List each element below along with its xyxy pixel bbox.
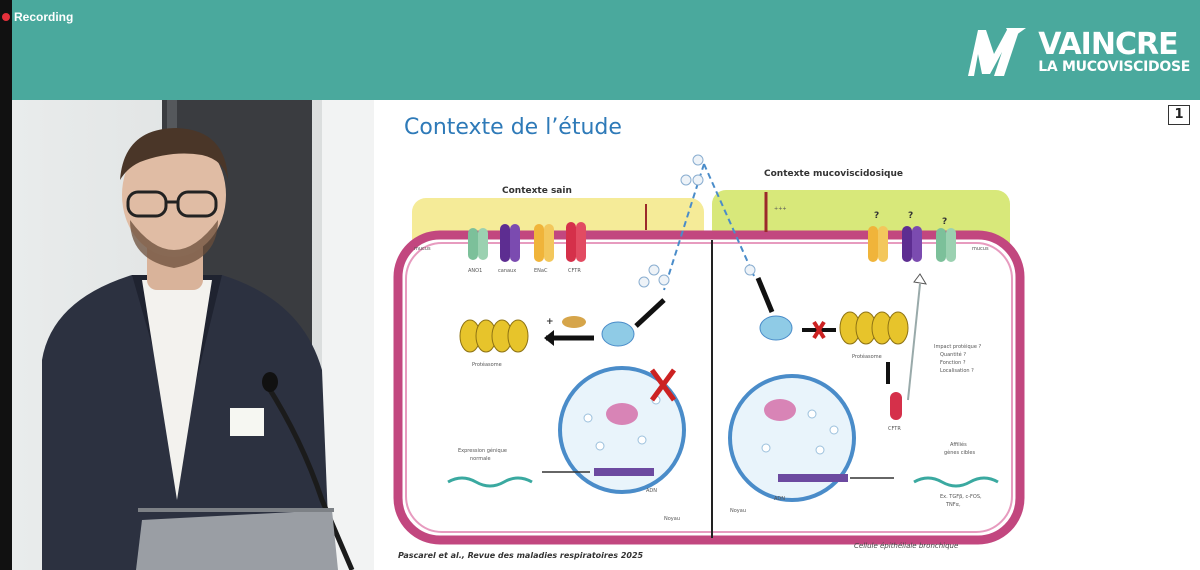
speaker-video-frame — [12, 100, 374, 570]
arrow-label: +++ — [774, 206, 787, 212]
nucleus-label-left: Noyau — [664, 516, 680, 522]
cell-diagram: Contexte sain Contexte mucoviscidosique … — [393, 154, 1025, 550]
citation: Pascarel et al., Revue des maladies resp… — [398, 551, 644, 560]
vaincre-logo: VAINCRE LA MUCOVISCIDOSE — [964, 24, 1190, 80]
slide-title: Contexte de l’étude — [404, 115, 622, 140]
ion-channels-left: ANO1 canaux ENaC CFTR — [468, 222, 586, 274]
protein-impact-2: Fonction ? — [940, 360, 966, 366]
protein-impact-1: Quantité ? — [940, 351, 966, 358]
cftr-label: CFTR — [888, 426, 901, 432]
target-genes-1: gènes cibles — [944, 449, 975, 456]
adn-label-right: ADN — [774, 496, 785, 502]
mucus-label-left: mucus — [414, 246, 431, 252]
block-cross-left — [649, 368, 677, 402]
nucleus-right — [728, 374, 856, 502]
proteasome-right — [839, 311, 909, 345]
right-panel-title: Contexte mucoviscidosique — [764, 169, 903, 179]
laptop — [136, 510, 338, 570]
logo-mark-icon — [968, 28, 1027, 76]
target-examples-0: Ex. TGFβ, c-FOS, — [940, 494, 982, 500]
logo-line1: VAINCRE — [1038, 27, 1178, 62]
plus-sign: + — [546, 317, 554, 327]
speaker-video[interactable] — [12, 100, 374, 570]
window-edge — [0, 0, 12, 570]
name-badge — [230, 408, 264, 436]
target-examples-1: TNFα, — [945, 502, 961, 508]
slide-number: 1 — [1168, 105, 1190, 125]
recording-label: Recording — [14, 10, 74, 24]
mrna-right — [913, 476, 999, 488]
channel-label-1: canaux — [498, 268, 516, 274]
protein-left — [601, 321, 635, 347]
channel-label-2: ENaC — [534, 268, 548, 274]
question-mark-3: ? — [942, 217, 947, 227]
target-genes-0: Affiliés — [950, 441, 967, 448]
gene-expression-line2: normale — [470, 456, 491, 462]
logo-line2: LA MUCOVISCIDOSE — [1038, 59, 1190, 75]
microphone-stem — [264, 383, 355, 570]
left-panel-title: Contexte sain — [502, 186, 572, 196]
gene-expression-line1: Expression génique — [458, 447, 507, 454]
nucleus-label-right: Noyau — [730, 508, 746, 514]
channel-label-0: ANO1 — [468, 268, 482, 274]
protein-impact-0: Impact protéique ? — [934, 343, 981, 350]
cell-label: Cellule épithéliale bronchique — [854, 542, 958, 550]
question-mark-2: ? — [908, 211, 913, 221]
proteasome-label-left: Protéasome — [472, 361, 502, 368]
presentation-slide: Contexte de l’étude 1 Contexte sain Cont… — [374, 100, 1200, 570]
block-cross-right — [812, 320, 826, 340]
ion-channels-right: ? ? ? — [868, 211, 956, 262]
recording-dot-icon — [2, 13, 10, 21]
recording-indicator: Recording — [2, 10, 73, 24]
protein-impact-3: Localisation ? — [940, 368, 974, 374]
mrna-left — [447, 476, 533, 488]
shared-stage: Contexte de l’étude 1 Contexte sain Cont… — [12, 100, 1200, 570]
channel-label-3: CFTR — [568, 268, 581, 274]
cell-membrane — [393, 230, 1025, 545]
adn-label: ADN — [646, 488, 657, 494]
microphone-head — [262, 372, 278, 392]
question-mark-1: ? — [874, 211, 879, 221]
mucus-label-right: mucus — [972, 246, 989, 252]
protein-right — [759, 315, 793, 341]
proteasome-left — [459, 319, 529, 353]
proteasome-label-right: Protéasome — [852, 353, 882, 360]
